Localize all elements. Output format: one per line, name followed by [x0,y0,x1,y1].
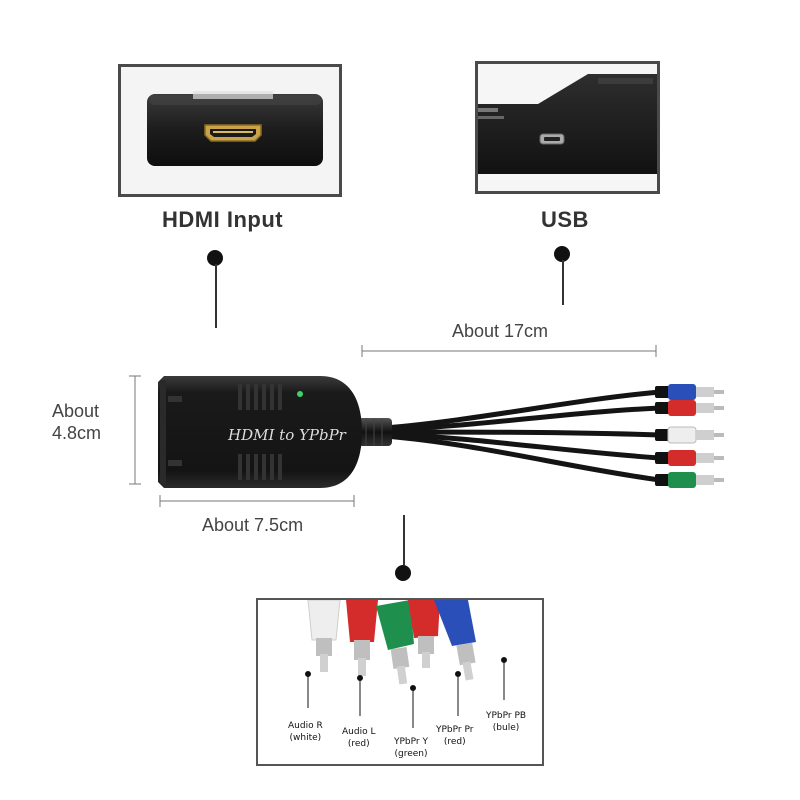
rca-plug-blue [655,384,724,400]
height-label: About 4.8cm [52,400,101,444]
rca-plug-red-1 [655,400,724,416]
connector-callouts [305,657,507,728]
connector-red-pr [408,600,440,668]
connector-white [307,600,341,672]
hdmi-port-illustration [121,67,339,194]
connector-label-audio-l: Audio L (red) [342,727,376,749]
connectors-callout-dot [395,565,411,581]
connector-label-ypbpr-pb: YPbPr PB (bule) [486,711,527,733]
width-dimension-line [159,495,355,507]
connector-label-audio-r: Audio R (white) [288,721,323,743]
converter-body [158,376,362,488]
hdmi-callout-dot [207,250,223,266]
top-vents [238,384,282,410]
rca-connectors-photo: Audio R (white) Audio L (red) YPbPr Y (g… [256,598,544,766]
status-led [297,391,303,397]
usb-port-illustration [478,64,657,191]
connector-label-ypbpr-y: YPbPr Y (green) [394,737,428,759]
rca-plug-green [655,472,724,488]
width-label: About 7.5cm [202,515,304,535]
hdmi-input-label: HDMI Input [162,207,284,232]
converter-device: HDMI to YPbPr [158,376,724,488]
rca-connectors-illustration [305,600,507,728]
connector-blue [434,600,476,681]
rca-plug-red-2 [655,450,724,466]
bottom-vents [238,454,282,480]
hdmi-input-photo [118,64,342,197]
cable-bundle [382,389,663,483]
cable-length-label: About 17cm [452,321,549,341]
connector-red-audio-l [346,600,378,676]
usb-photo [475,61,660,194]
connector-label-ypbpr-pr: YPbPr Pr (red) [436,725,474,747]
usb-callout-dot [554,246,570,262]
usb-label: USB [541,207,589,232]
connector-green [376,600,414,685]
height-label-line1: About [52,401,100,421]
connectors-callout-line [403,515,405,565]
height-label-line2: 4.8cm [52,423,102,443]
usb-callout-line [562,260,564,305]
hdmi-callout-line [215,264,217,328]
rca-plug-white [655,426,724,444]
height-dimension-line [129,375,141,485]
strain-relief [358,418,392,446]
device-label: HDMI to YPbPr [227,426,347,444]
cable-length-dimension-line [361,345,657,357]
